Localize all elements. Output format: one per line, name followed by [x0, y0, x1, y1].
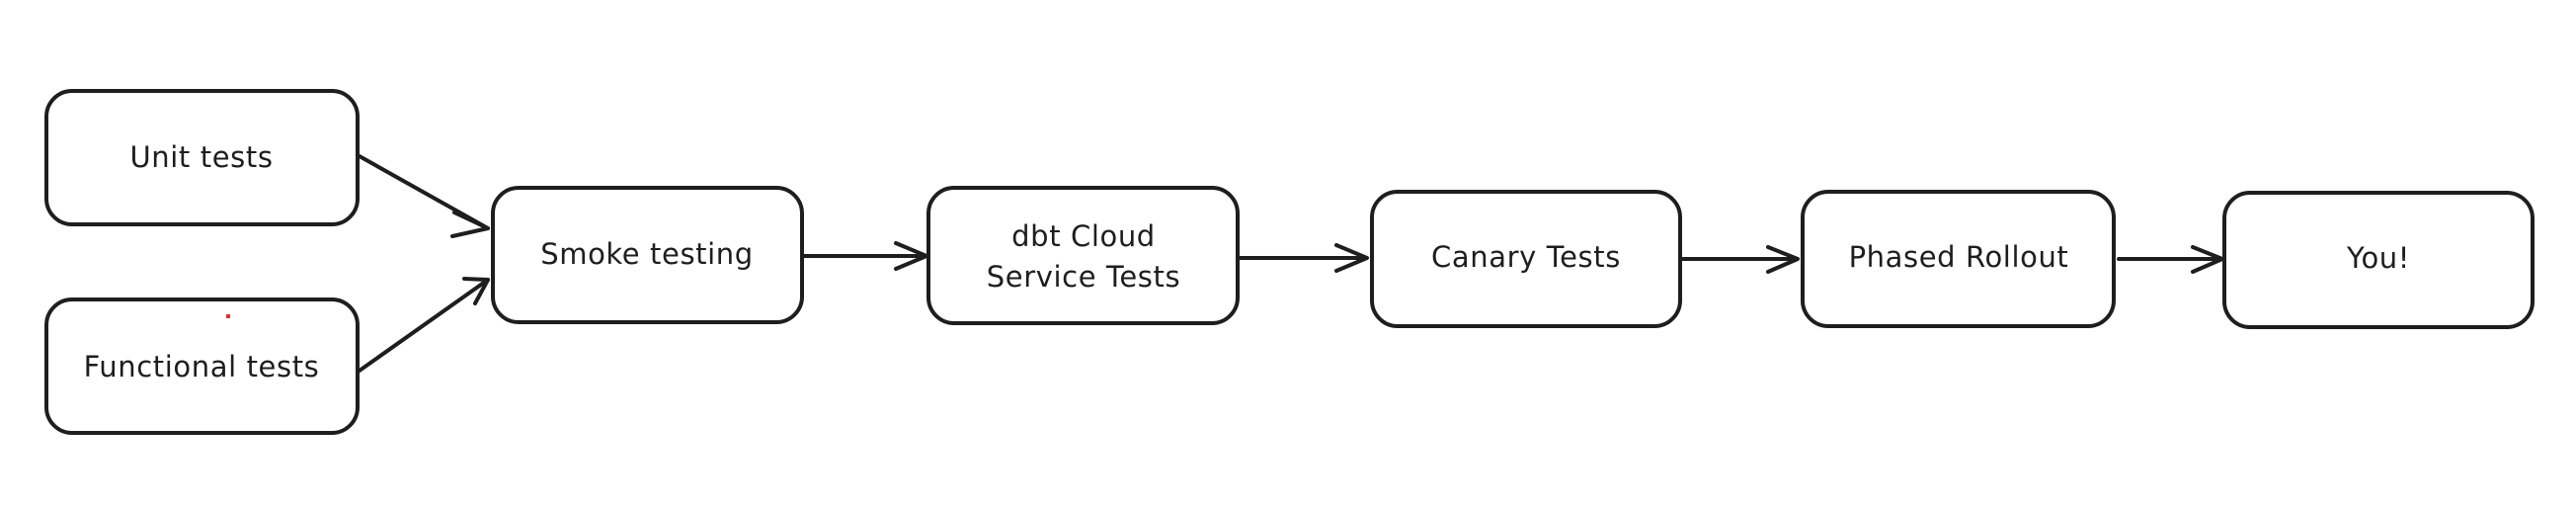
node-phased-rollout[interactable]: Phased Rollout: [1801, 190, 2116, 328]
edge-unit-tests-to-smoke-testing: [356, 153, 490, 238]
node-you-shape[interactable]: [2222, 191, 2535, 329]
node-canary-tests-label: Canary Tests: [1431, 240, 1621, 274]
edge-dbt-cloud-service-tests-to-canary-tests: [1236, 243, 1369, 273]
node-dbt-cloud-service-tests-label-line1: dbt Cloud: [1011, 219, 1156, 253]
node-dbt-cloud-service-tests[interactable]: dbt Cloud Service Tests: [926, 186, 1240, 325]
node-you[interactable]: You!: [2222, 191, 2535, 329]
node-smoke-testing[interactable]: Smoke testing: [491, 186, 804, 324]
node-canary-tests-shape[interactable]: [1370, 190, 1682, 328]
node-phased-rollout-shape[interactable]: [1801, 190, 2116, 328]
red-speck-artifact: [226, 314, 230, 318]
node-canary-tests[interactable]: Canary Tests: [1370, 190, 1682, 328]
node-dbt-cloud-service-tests-shape[interactable]: [926, 186, 1240, 325]
node-dbt-cloud-service-tests-label-line2: Service Tests: [987, 260, 1180, 294]
node-functional-tests-label: Functional tests: [84, 350, 320, 383]
node-smoke-testing-label: Smoke testing: [540, 237, 754, 271]
node-functional-tests-shape[interactable]: [44, 298, 360, 435]
edge-smoke-testing-to-dbt-cloud-service-tests: [801, 241, 928, 271]
node-unit-tests[interactable]: Unit tests: [44, 89, 360, 226]
node-you-label: You!: [2346, 241, 2410, 275]
node-unit-tests-shape[interactable]: [44, 89, 360, 226]
node-phased-rollout-label: Phased Rollout: [1849, 240, 2069, 274]
edge-canary-tests-to-phased-rollout: [1679, 245, 1800, 274]
node-unit-tests-label: Unit tests: [129, 140, 273, 174]
node-functional-tests[interactable]: Functional tests: [44, 298, 360, 435]
node-smoke-testing-shape[interactable]: [491, 186, 804, 324]
edge-phased-rollout-to-you: [2117, 245, 2224, 274]
edge-functional-tests-to-smoke-testing: [355, 277, 490, 375]
